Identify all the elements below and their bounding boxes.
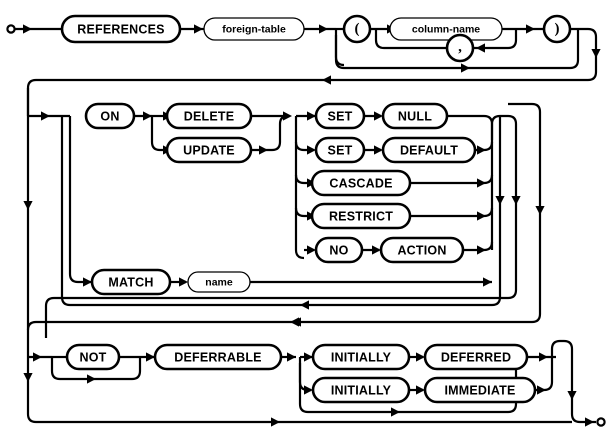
rail-initially-group-bypass (298, 363, 518, 414)
arrow-icon (416, 385, 425, 395)
rail-paren-group-bypass (334, 29, 580, 70)
arrow-icon (585, 417, 594, 427)
node-set-null-label: SET (328, 110, 353, 124)
node-deferred-label: DEFERRED (441, 351, 511, 365)
rail-split-to-match (68, 116, 92, 284)
arrow-icon (539, 352, 548, 362)
arrow-icon (23, 201, 33, 210)
start-terminus (6, 24, 16, 34)
rail-final-merge-to-exit (550, 339, 596, 424)
arrow-icon (33, 352, 42, 362)
arrow-icon (477, 245, 486, 255)
arrow-icon (146, 352, 155, 362)
arrow-icon (591, 49, 601, 58)
arrow-icon (300, 300, 309, 310)
arrow-icon (83, 277, 92, 287)
node-delete-label: DELETE (184, 110, 235, 124)
rail-comma-loop-right (474, 29, 518, 50)
node-action-label: ACTION (397, 244, 446, 258)
arrow-icon (304, 352, 313, 362)
node-no-label: NO (329, 244, 348, 258)
node-cascade-label: CASCADE (329, 177, 392, 191)
arrow-icon (307, 145, 316, 155)
rail-to-initially-2 (298, 357, 311, 392)
arrow-icon (23, 373, 33, 382)
arrow-icon (416, 352, 425, 362)
arrow-icon (271, 417, 280, 427)
arrow-icon (259, 145, 268, 155)
arrow-icon (461, 63, 470, 73)
arrow-icon (87, 374, 96, 384)
arrow-icon (374, 111, 383, 121)
arrow-icon (567, 391, 577, 400)
arrow-icon (143, 111, 152, 121)
rail-on-match-outer-frame (26, 102, 542, 331)
node-set-default-label: SET (328, 144, 353, 158)
arrow-icon (372, 245, 381, 255)
node-lparen-label: ( (355, 21, 360, 37)
rail-bottom-group-bypass (26, 338, 572, 424)
rail-to-cascade (294, 174, 312, 185)
arrow-icon (322, 75, 331, 85)
arrow-icon (374, 145, 383, 155)
arrow-icon (483, 277, 492, 287)
rail-to-update (150, 116, 167, 152)
rail-to-set-default (294, 141, 312, 152)
arrow-icon (307, 245, 316, 255)
arrow-icon (287, 352, 296, 362)
arrow-icon (23, 24, 32, 34)
node-on-label: ON (100, 110, 119, 124)
arrow-icon (391, 407, 400, 417)
node-restrict-label: RESTRICT (329, 210, 393, 224)
node-initially-1-label: INITIALLY (331, 351, 392, 365)
arrow-icon (477, 145, 486, 155)
arrow-icon (319, 24, 328, 34)
rail-action-fanout-spine (294, 116, 305, 260)
arrow-icon (537, 385, 546, 395)
arrow-icon (41, 111, 50, 121)
arrow-icon (535, 206, 545, 215)
rail-row1-to-row2 (26, 27, 598, 116)
arrow-icon (477, 211, 486, 221)
rail-lparen-skip-down (334, 29, 345, 67)
node-match-label: MATCH (108, 276, 153, 290)
rail-actions-merge-and-outer-loop (44, 114, 518, 330)
node-references-label: REFERENCES (77, 23, 164, 37)
node-column-name-label: column-name (412, 24, 480, 36)
arrow-icon (194, 24, 203, 34)
node-name-label: name (205, 277, 233, 289)
node-rparen-label: ) (555, 21, 560, 37)
end-terminus (596, 417, 606, 427)
node-immediate-label: IMMEDIATE (444, 384, 515, 398)
rail-to-restrict (294, 207, 312, 218)
arrow-icon (511, 196, 521, 205)
rail-null-merge (447, 114, 494, 140)
arrow-icon (495, 196, 505, 205)
node-foreign-table-label: foreign-table (222, 24, 286, 36)
arrow-icon (526, 24, 535, 34)
node-null-label: NULL (398, 110, 432, 124)
node-not-label: NOT (80, 351, 107, 365)
arrow-icon (477, 178, 486, 188)
rail-update-merge (251, 114, 289, 152)
rail-comma-loop-left (374, 29, 447, 50)
arrow-icon (304, 385, 313, 395)
arrow-icon (179, 277, 188, 287)
node-deferrable-label: DEFERRABLE (174, 351, 261, 365)
arrow-icon (283, 111, 292, 121)
arrow-icon (476, 43, 485, 53)
arrow-icon (307, 111, 316, 121)
node-default-label: DEFAULT (400, 144, 458, 158)
node-update-label: UPDATE (183, 144, 235, 158)
node-comma-label: , (458, 39, 462, 55)
rail-on-match-repeat-loop (60, 116, 502, 307)
node-initially-2-label: INITIALLY (331, 384, 392, 398)
rail-not-bypass (50, 357, 142, 381)
